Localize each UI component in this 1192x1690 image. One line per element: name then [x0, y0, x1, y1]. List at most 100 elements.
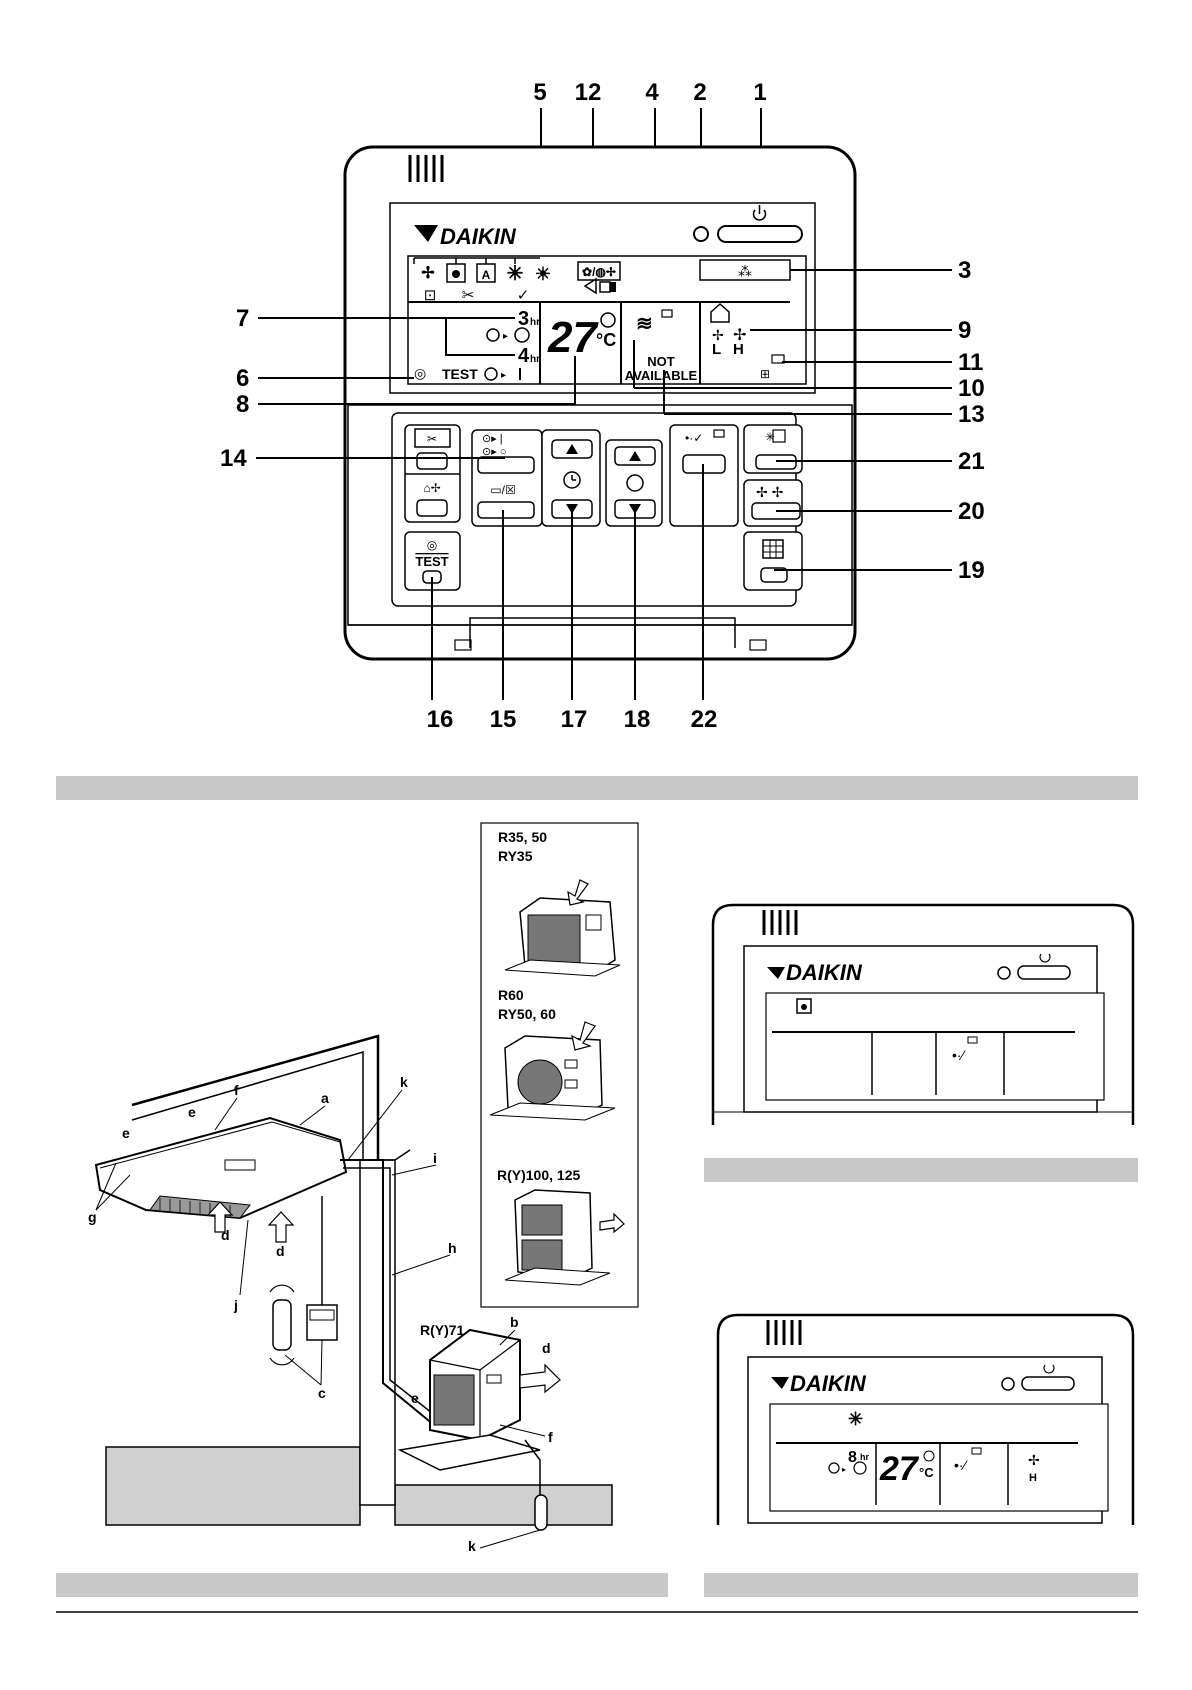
outdoor-unit-3-label1: R(Y)100, 125 — [497, 1167, 580, 1183]
callout-5: 5 — [533, 79, 546, 106]
operation-lamp — [694, 227, 708, 241]
cool-mode-icon: ✳ — [848, 1409, 863, 1429]
central-control-icon: ⁂ — [738, 263, 752, 279]
svg-text:✂: ✂ — [427, 432, 437, 446]
wireless-remote-icon — [273, 1300, 291, 1350]
section-bar-2 — [704, 1158, 1138, 1182]
set-temperature: 27 — [547, 313, 599, 362]
mini-fan-speed: H — [1029, 1472, 1037, 1484]
svg-text:▸: ▸ — [503, 331, 508, 342]
outdoor-main-model: R(Y)71 — [420, 1322, 465, 1338]
test-label: TEST — [415, 554, 448, 569]
temperature-unit: °C — [596, 330, 616, 350]
callout-21: 21 — [958, 448, 985, 475]
svg-text:✿/◍✢: ✿/◍✢ — [582, 265, 616, 279]
label-k2: k — [468, 1538, 476, 1554]
section-bar-3 — [56, 1573, 668, 1597]
fan-speed-high: H — [733, 341, 744, 358]
callout-4: 4 — [645, 79, 659, 106]
timer-off-hr: hr — [530, 354, 540, 365]
ventilation-mode-icon: ⌂✢ — [423, 481, 440, 495]
inspection-icon: ⊡ — [424, 287, 437, 304]
air-intake-arrow-icon — [269, 1212, 293, 1242]
mini-temperature: 27 — [879, 1450, 920, 1488]
callout-11: 11 — [958, 349, 983, 376]
callout-1: 1 — [753, 79, 766, 106]
label-b: b — [510, 1314, 519, 1330]
mini-timer-hr: hr — [860, 1452, 869, 1462]
heat-mode-icon: ☀ — [535, 264, 551, 284]
label-d1: d — [221, 1227, 230, 1243]
airflow-swing-icon: •·✓ — [685, 431, 703, 445]
brand-name-mini1: DAIKIN — [786, 960, 863, 985]
section-bar-4 — [704, 1573, 1138, 1597]
timer-mode-icon: ⊙▸ | — [482, 433, 503, 445]
timer-off-hours: 4 — [518, 345, 530, 367]
timer-on-off-button[interactable] — [478, 502, 534, 518]
label-i: i — [433, 1150, 437, 1166]
svg-text:▸: ▸ — [501, 370, 506, 381]
callout-10: 10 — [958, 375, 985, 402]
mini-remote-dry: DAIKIN •·⁄ — [713, 905, 1133, 1125]
section-bar-1 — [56, 776, 1138, 800]
label-f2: f — [548, 1429, 553, 1445]
callout-8: 8 — [236, 391, 249, 418]
label-e2: e — [122, 1125, 130, 1141]
callout-19: 19 — [958, 557, 985, 584]
inspection-eye-icon: ◎ — [414, 365, 426, 381]
label-e1: e — [188, 1104, 196, 1120]
brand-name-mini2: DAIKIN — [790, 1371, 867, 1396]
callout-22: 22 — [691, 706, 718, 733]
air-intake-arrow-icon — [520, 1365, 560, 1392]
callout-7: 7 — [236, 305, 249, 332]
svg-text:⊙▸ ○: ⊙▸ ○ — [482, 446, 506, 458]
fan-speed-low: L — [712, 341, 721, 358]
filter-clean-icon: ✂ — [462, 287, 475, 304]
outdoor-unit-2-label2: RY50, 60 — [498, 1006, 556, 1022]
cool-mode-icon: ✳ — [507, 263, 524, 285]
airflow-direction-icon: ≋ — [636, 313, 653, 335]
callout-13: 13 — [958, 401, 985, 428]
fan-speed-icon: ✢ ✢ — [756, 484, 784, 500]
filter-icon: ⊞ — [760, 367, 770, 381]
outdoor-unit-2-label1: R60 — [498, 987, 524, 1003]
label-e3: e — [411, 1390, 419, 1406]
timer-on-hours: 3 — [518, 308, 529, 330]
label-h: h — [448, 1240, 457, 1256]
label-j: j — [233, 1297, 238, 1313]
on-off-button[interactable] — [718, 226, 802, 242]
callout-6: 6 — [236, 365, 249, 392]
ventilation-mode-button[interactable] — [417, 500, 447, 516]
callout-12: 12 — [575, 79, 602, 106]
svg-text:▸: ▸ — [842, 1465, 846, 1474]
test-indicator: TEST — [442, 366, 478, 382]
not-available-line1: NOT — [647, 354, 675, 369]
outdoor-unit-main: R(Y)71 — [400, 1322, 540, 1470]
label-d3: d — [542, 1340, 551, 1356]
callout-15: 15 — [490, 706, 517, 733]
callout-17: 17 — [561, 706, 588, 733]
callout-14: 14 — [220, 445, 247, 472]
not-available-line2: AVAILABLE — [625, 368, 698, 383]
mini-temp-unit: °C — [919, 1465, 934, 1480]
label-g: g — [88, 1209, 97, 1225]
mini-remote-cool: DAIKIN ✳ 8 hr ▸ 27 °C •·⁄ ✢ H — [718, 1315, 1133, 1525]
outdoor-units-panel: R35, 50 RY35 R60 RY50, 60 R(Y)100, 125 — [481, 823, 638, 1307]
defrost-icon: ✓ — [517, 287, 530, 304]
callout-20: 20 — [958, 498, 985, 525]
callout-18: 18 — [624, 706, 651, 733]
callout-2: 2 — [693, 79, 706, 106]
timer-on-hr: hr — [530, 317, 540, 328]
top-callouts: 5 12 4 2 1 — [533, 79, 766, 106]
callout-16: 16 — [427, 706, 454, 733]
fan-high-icon: ✢ — [1028, 1452, 1040, 1468]
timer-on-off-icon: ▭/☒ — [490, 483, 515, 497]
fan-mode-icon: ✢ — [421, 265, 435, 282]
timer-mode-button[interactable] — [478, 457, 534, 473]
inspection-button[interactable] — [417, 453, 447, 469]
label-c: c — [318, 1385, 326, 1401]
outdoor-unit-1-label2: RY35 — [498, 848, 533, 864]
inspection-test-icon: ◎ — [427, 538, 437, 552]
label-f1: f — [234, 1082, 239, 1098]
